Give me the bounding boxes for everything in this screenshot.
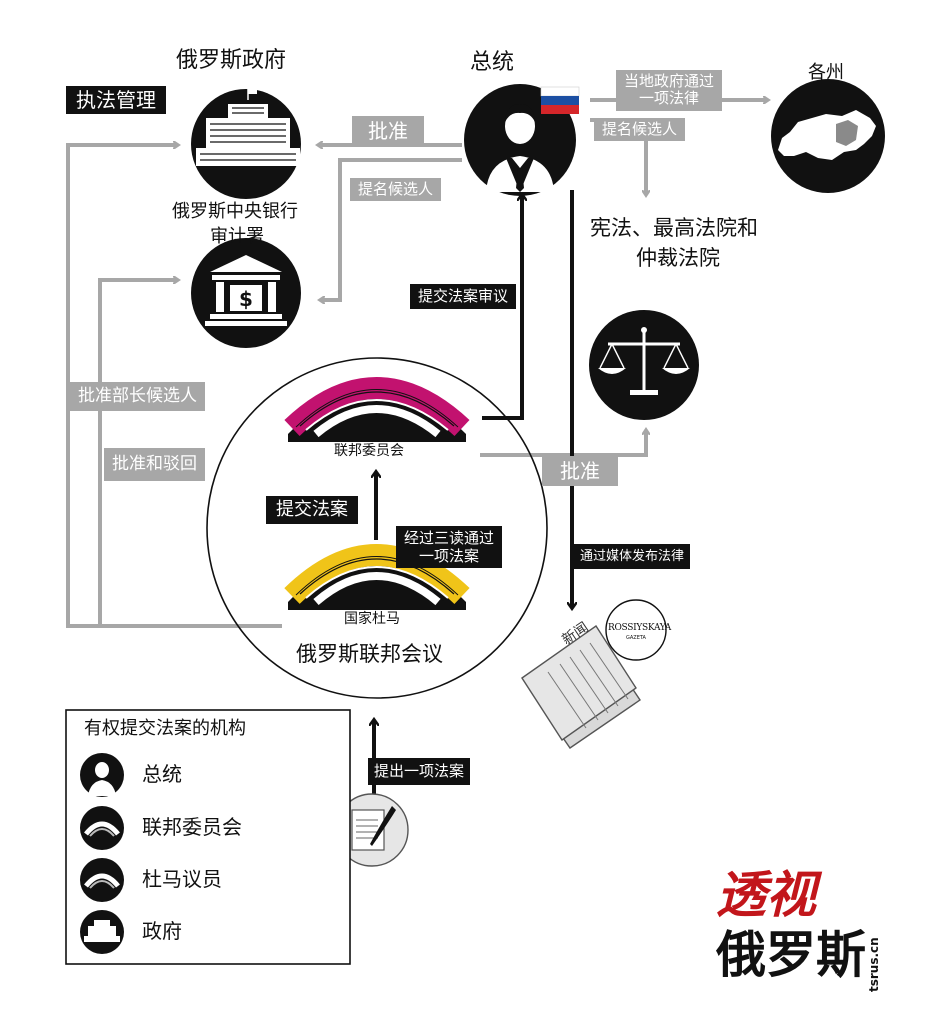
- black-connectors: [374, 190, 572, 800]
- states-title: 各州: [808, 62, 844, 83]
- local-gov-label: 当地政府通过 一项法律: [616, 70, 723, 111]
- nominate-bank-label: 提名候选人: [350, 178, 442, 201]
- legend-item-government: 政府: [142, 919, 182, 943]
- legend-government-icon: [80, 910, 124, 954]
- watermark-domain: tsrus.cn: [867, 937, 881, 992]
- bank-title-line2: 审计署: [210, 226, 264, 247]
- government-icon: [191, 88, 301, 199]
- submit-bill-label: 提交法案: [266, 496, 358, 524]
- bank-icon: $: [191, 238, 301, 348]
- three-readings-label: 经过三读通过 一项法案: [396, 526, 503, 568]
- submit-review-label: 提交法案审议: [410, 284, 517, 309]
- government-title: 俄罗斯政府: [176, 48, 287, 73]
- local-gov-label-line2: 一项法律: [639, 89, 700, 108]
- legend-item-federation-council: 联邦委员会: [142, 815, 242, 839]
- paper-brand-sub: GAZETA: [626, 635, 646, 641]
- scales-icon: [589, 310, 699, 420]
- quill-document-icon: [335, 793, 409, 867]
- arrow-council-to-courts: [480, 430, 646, 457]
- courts-title-line1: 宪法、最高法院和: [590, 216, 758, 240]
- federal-assembly-title: 俄罗斯联邦会议: [296, 642, 443, 666]
- arrow-council-to-president: [482, 195, 522, 420]
- legend-federation-council-icon: [80, 806, 124, 850]
- approve-minister-label: 批准部长候选人: [70, 382, 205, 411]
- arrow-president-to-bank: [320, 158, 462, 300]
- federation-council-title: 联邦委员会: [334, 443, 404, 459]
- paper-brand: ROSSIYSKAYA: [608, 623, 671, 633]
- svg-text:$: $: [239, 287, 253, 311]
- bank-title-line1: 俄罗斯中央银行: [172, 201, 298, 222]
- nominate-courts-label: 提名候选人: [594, 118, 686, 141]
- arrow-assembly-to-bank: [98, 280, 178, 626]
- watermark-logo-bottom: 俄罗斯: [716, 926, 866, 984]
- legend-duma-icon: [80, 858, 124, 902]
- federation-council-seats: [284, 377, 470, 442]
- approve-government-label: 批准: [352, 116, 424, 146]
- courts-title-line2: 仲裁法院: [636, 246, 720, 270]
- newspaper-icon: [521, 599, 667, 749]
- three-readings-line2: 一项法案: [419, 547, 480, 565]
- approve-reject-label: 批准和驳回: [104, 448, 205, 481]
- law-enforcement-label: 执法管理: [66, 86, 166, 114]
- president-title: 总统: [470, 50, 515, 75]
- arrow-assembly-to-government: [66, 145, 282, 628]
- duma-title: 国家杜马: [344, 611, 400, 627]
- legend-item-president: 总统: [142, 762, 182, 786]
- legend-title: 有权提交法案的机构: [84, 718, 246, 739]
- legend-item-duma-deputies: 杜马议员: [142, 867, 222, 891]
- federal-assembly-circle: [206, 357, 548, 699]
- publish-law-label: 通过媒体发布法律: [574, 544, 691, 569]
- three-readings-line1: 经过三读通过: [404, 529, 495, 547]
- russia-map-icon: [771, 79, 885, 193]
- watermark-logo-top: 透视: [716, 865, 816, 924]
- local-gov-label-line1: 当地政府通过: [624, 72, 715, 90]
- duma-seats: [284, 544, 470, 610]
- legend-president-icon: [80, 753, 124, 797]
- propose-bill-label: 提出一项法案: [368, 758, 471, 785]
- russia-flag-icon: [540, 86, 580, 114]
- approve-courts-label: 批准: [542, 456, 618, 486]
